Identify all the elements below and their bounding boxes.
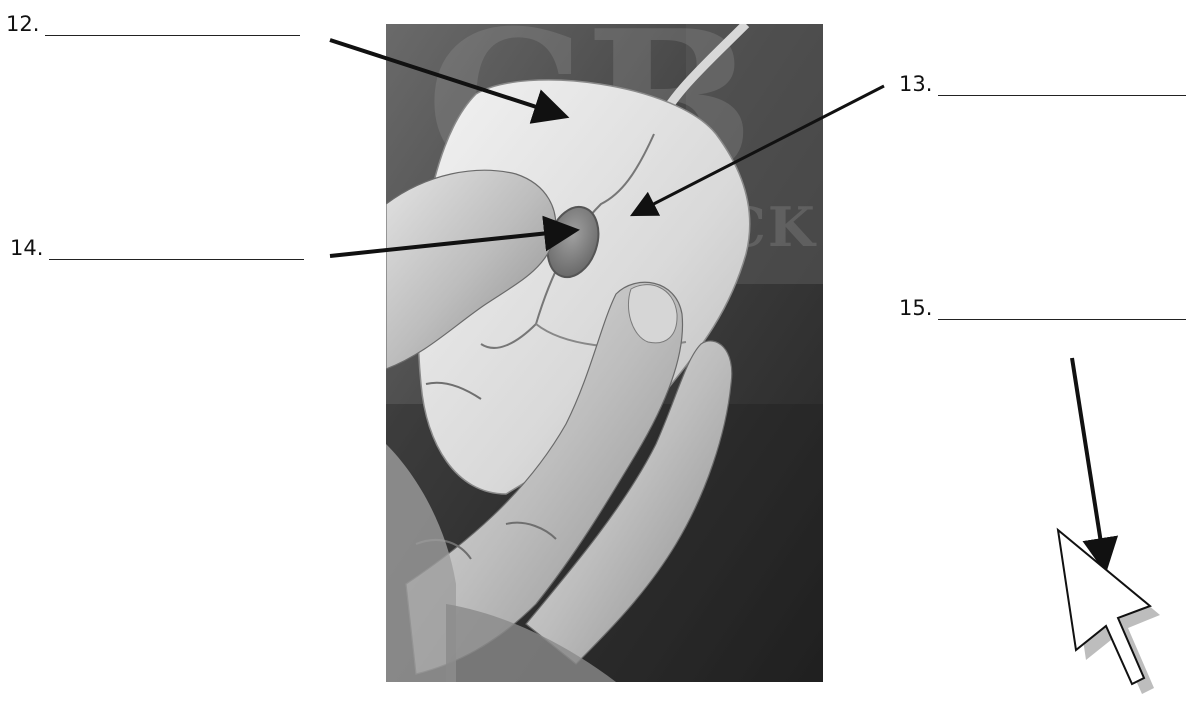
label-number: 14. [10, 236, 43, 260]
answer-blank[interactable] [938, 298, 1186, 320]
label-13: 13. [899, 72, 1186, 96]
pointer-cursor-icon [1058, 530, 1160, 694]
label-14: 14. [10, 236, 304, 260]
mouse-photo: CB A&C BLACK [386, 24, 823, 682]
label-15: 15. [899, 296, 1186, 320]
label-12: 12. [6, 12, 300, 36]
label-number: 15. [899, 296, 932, 320]
answer-blank[interactable] [938, 74, 1186, 96]
answer-blank[interactable] [49, 238, 304, 260]
arrow-15 [1072, 358, 1104, 562]
answer-blank[interactable] [45, 14, 300, 36]
label-number: 13. [899, 72, 932, 96]
label-number: 12. [6, 12, 39, 36]
